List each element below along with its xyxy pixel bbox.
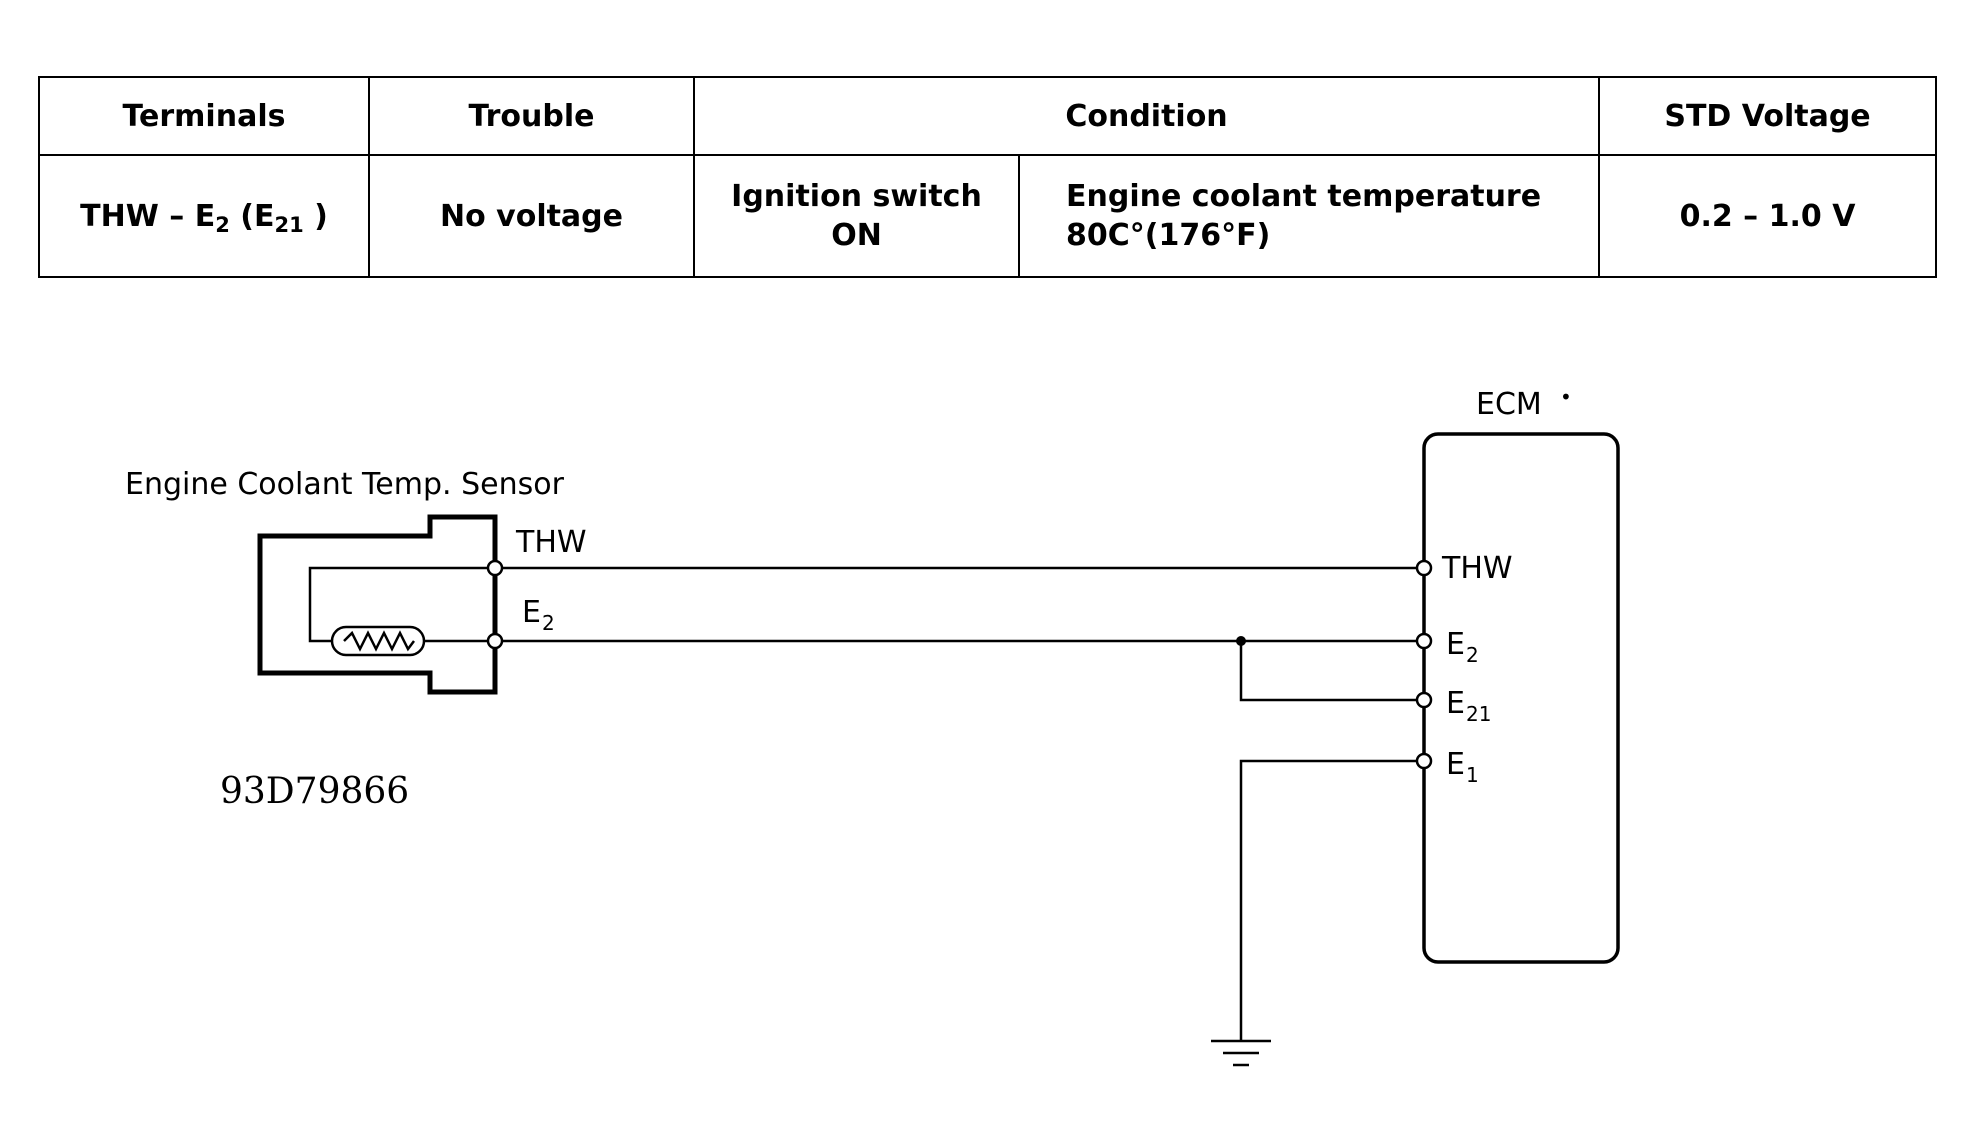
sensor-thw-label: THW: [515, 525, 587, 560]
cell-terminals: THW – E2 (E21 ): [38, 154, 370, 278]
sensor-e2-label: E: [522, 595, 541, 630]
ecm-mark: •: [1560, 385, 1572, 409]
header-terminals: Terminals: [38, 76, 370, 156]
sensor-terminal-e2: [486, 632, 504, 650]
table-header-row: Terminals Trouble Condition STD Voltage: [38, 76, 1937, 156]
ecm-terminal-e21: [1415, 691, 1433, 709]
terminals-sub-21: 21: [274, 212, 304, 237]
ecm-e21-label: E: [1446, 686, 1465, 721]
sensor-e2-sub: 2: [542, 611, 555, 635]
ecm-e21-sub: 21: [1466, 702, 1491, 726]
spec-table: Terminals Trouble Condition STD Voltage …: [38, 76, 1937, 278]
table-row: THW – E2 (E21 ) No voltage Ignition swit…: [38, 154, 1937, 278]
terminals-sub-2: 2: [215, 212, 230, 237]
figure-code: 93D79866: [220, 771, 409, 812]
cell-trouble: No voltage: [368, 154, 695, 278]
ecm-thw-label: THW: [1441, 551, 1513, 586]
header-condition: Condition: [693, 76, 1600, 156]
wire-e21: [1239, 641, 1419, 702]
ecm-terminal-thw: [1415, 559, 1433, 577]
header-std-voltage: STD Voltage: [1598, 76, 1937, 156]
sensor-label: Engine Coolant Temp. Sensor: [125, 467, 565, 502]
coolant-line-2: 80C°(176°F): [1066, 218, 1271, 253]
cell-ignition: Ignition switch ON: [693, 154, 1020, 278]
ecm-label: ECM: [1476, 387, 1542, 422]
terminals-mid: (E: [229, 198, 275, 234]
coolant-line-1: Engine coolant temperature: [1066, 179, 1542, 214]
ecm-e2-sub: 2: [1466, 643, 1479, 667]
terminals-main: THW – E: [80, 198, 216, 234]
sensor-terminal-thw: [486, 559, 504, 577]
sensor-inner-loop: [308, 566, 495, 643]
terminals-end: ): [303, 198, 328, 234]
sensor-body: [257, 514, 498, 695]
cell-coolant-temp: Engine coolant temperature 80C°(176°F): [1018, 154, 1600, 278]
ecm-e2-label: E: [1446, 627, 1465, 662]
ignition-line-2: ON: [831, 218, 882, 253]
ignition-line-1: Ignition switch: [731, 179, 982, 214]
ecm-terminal-e1: [1415, 752, 1433, 770]
cell-std-voltage: 0.2 – 1.0 V: [1598, 154, 1937, 278]
ecm-e1-sub: 1: [1466, 763, 1479, 787]
ecm-e1-label: E: [1446, 747, 1465, 782]
header-trouble: Trouble: [368, 76, 695, 156]
wire-e1-ground: [1239, 759, 1419, 1040]
thermistor-icon: [330, 625, 426, 657]
ground-icon: [1211, 1039, 1271, 1067]
ecm-terminal-e2: [1415, 632, 1433, 650]
